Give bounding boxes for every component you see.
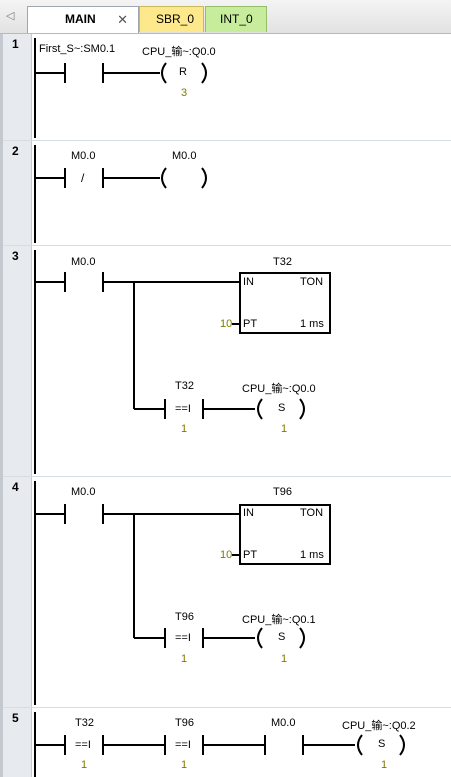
- compare-param[interactable]: 1: [181, 759, 188, 771]
- coil-param[interactable]: 3: [181, 87, 188, 99]
- timer-pt-value[interactable]: 10: [220, 318, 233, 330]
- network-2[interactable]: 2 M0.0 / M0.0: [0, 141, 451, 245]
- network-3[interactable]: 3 M0.0 T32 IN TON 10 PT 1 ms T32 ==I 1 C…: [0, 246, 451, 476]
- compare-label[interactable]: T96: [175, 717, 194, 729]
- contact-label[interactable]: First_S~:SM0.1: [39, 43, 116, 55]
- coil-label[interactable]: CPU_输~:Q0.2: [342, 720, 416, 732]
- compare-param[interactable]: 1: [181, 423, 188, 435]
- contact-label[interactable]: M0.0: [271, 717, 296, 729]
- coil-label[interactable]: CPU_输~:Q0.1: [242, 614, 316, 626]
- coil-op: R: [179, 66, 187, 78]
- network-2-rungs: [34, 145, 207, 243]
- timer-base: 1 ms: [300, 318, 324, 330]
- compare-op: ==I: [175, 632, 191, 644]
- network-gutter: [0, 477, 32, 707]
- network-gutter: [0, 141, 32, 245]
- contact-op: /: [81, 171, 85, 185]
- timer-type: TON: [300, 276, 324, 288]
- contact-label[interactable]: M0.0: [71, 486, 96, 498]
- network-separator: [0, 245, 451, 246]
- compare-label[interactable]: T32: [175, 380, 194, 392]
- coil-op: S: [378, 738, 386, 750]
- coil-op: S: [278, 402, 286, 414]
- compare-param[interactable]: 1: [81, 759, 88, 771]
- network-separator: [0, 140, 451, 141]
- editor-left-edge: [0, 34, 3, 777]
- network-separator: [0, 476, 451, 477]
- compare-op: ==I: [75, 739, 91, 751]
- tab-int-0[interactable]: INT_0: [205, 6, 267, 32]
- coil-label[interactable]: M0.0: [172, 150, 197, 162]
- editor-tab-bar: ◁ MAIN ✕ SBR_0 INT_0: [0, 0, 451, 34]
- compare-label[interactable]: T96: [175, 611, 194, 623]
- coil-op: S: [278, 631, 286, 643]
- network-number: 1: [12, 37, 19, 51]
- timer-name[interactable]: T32: [273, 256, 292, 268]
- network-separator: [0, 707, 451, 708]
- tab-sbr-0-label: SBR_0: [156, 12, 195, 26]
- close-icon[interactable]: ✕: [117, 12, 128, 27]
- timer-name[interactable]: T96: [273, 486, 292, 498]
- contact-label[interactable]: M0.0: [71, 150, 96, 162]
- tab-main[interactable]: MAIN ✕: [27, 6, 139, 33]
- network-number: 5: [12, 711, 19, 725]
- compare-op: ==I: [175, 739, 191, 751]
- timer-pt-pin: PT: [243, 549, 258, 561]
- network-5[interactable]: 5 T32 ==I 1 T96 ==I 1 M0.0 CPU_输~:Q0.2 S…: [0, 708, 451, 777]
- coil-label[interactable]: CPU_输~:Q0.0: [242, 383, 316, 395]
- timer-pt-value[interactable]: 10: [220, 549, 233, 561]
- network-number: 2: [12, 144, 19, 158]
- coil-param[interactable]: 1: [381, 759, 388, 771]
- coil-param[interactable]: 1: [281, 653, 288, 665]
- compare-param[interactable]: 1: [181, 653, 188, 665]
- compare-label[interactable]: T32: [75, 717, 94, 729]
- network-gutter: [0, 246, 32, 476]
- network-5-rungs: [34, 712, 405, 777]
- contact-label[interactable]: M0.0: [71, 256, 96, 268]
- timer-type: TON: [300, 507, 324, 519]
- network-gutter: [0, 708, 32, 777]
- timer-in-pin: IN: [243, 276, 254, 288]
- coil-param[interactable]: 1: [281, 423, 288, 435]
- network-3-rungs: [34, 250, 331, 474]
- compare-op: ==I: [175, 403, 191, 415]
- network-4-rungs: [34, 481, 331, 705]
- tab-main-label: MAIN: [65, 12, 96, 26]
- timer-pt-pin: PT: [243, 318, 258, 330]
- network-number: 3: [12, 249, 19, 263]
- network-1-rungs: [34, 38, 207, 138]
- network-number: 4: [12, 480, 19, 494]
- timer-in-pin: IN: [243, 507, 254, 519]
- network-1[interactable]: 1 First_S~:SM0.1 CPU_输~:Q0.0 R 3: [0, 34, 451, 140]
- tab-sbr-0[interactable]: SBR_0: [139, 6, 204, 32]
- tab-scroll-left-icon[interactable]: ◁: [6, 10, 15, 22]
- network-4[interactable]: 4 M0.0 T96 IN TON 10 PT 1 ms T96 ==I 1 C…: [0, 477, 451, 707]
- tab-int-0-label: INT_0: [220, 12, 253, 26]
- timer-base: 1 ms: [300, 549, 324, 561]
- coil-label[interactable]: CPU_输~:Q0.0: [142, 46, 216, 58]
- network-gutter: [0, 34, 32, 140]
